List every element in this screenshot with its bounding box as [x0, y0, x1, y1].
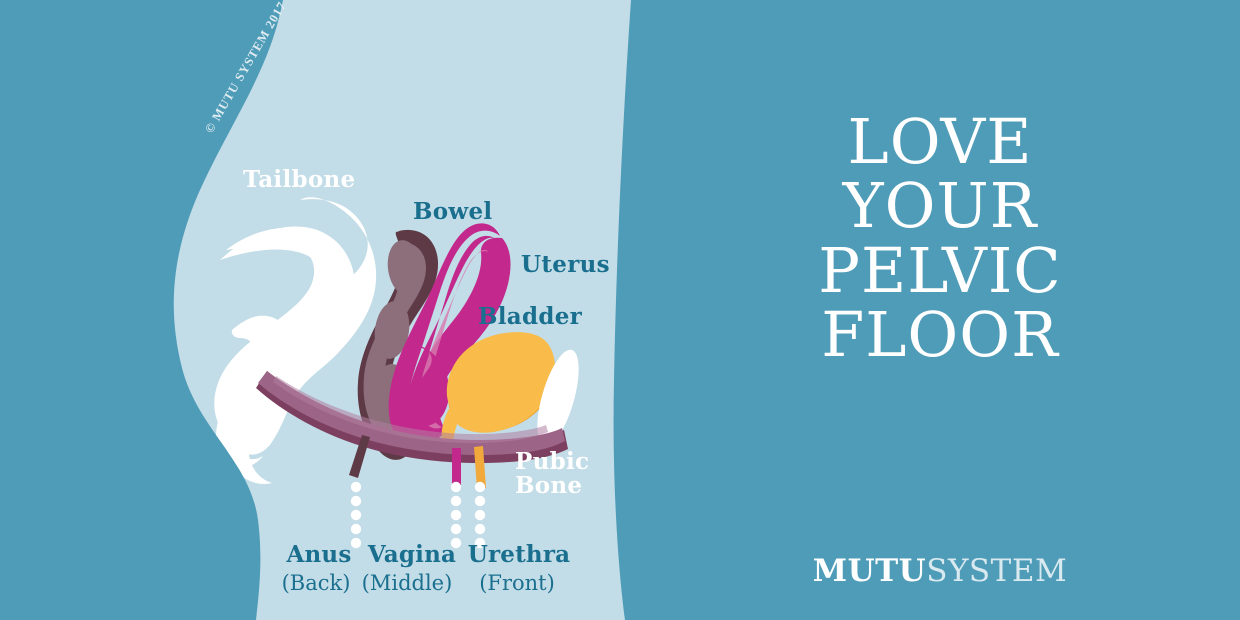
vagina-dotted-guide	[450, 481, 462, 549]
label-pubic-bone-line1: Pubic	[515, 448, 590, 475]
headline-line-2: YOUR	[842, 169, 1038, 243]
opening-position-anus: (Back)	[281, 571, 351, 595]
bladder-organ-shape	[441, 332, 556, 459]
label-tailbone: Tailbone	[243, 166, 356, 193]
label-bowel: Bowel	[413, 198, 493, 225]
headline-line-4: FLOOR	[821, 298, 1059, 372]
opening-name-vagina: Vagina	[367, 541, 457, 568]
anus-dotted-guide	[350, 481, 362, 549]
page-title: LOVE YOUR PELVIC FLOOR	[790, 105, 1090, 372]
label-pubic-bone: Pubic Bone	[515, 448, 590, 500]
label-uterus: Uterus	[521, 251, 610, 278]
headline-line-3: PELVIC	[818, 233, 1062, 307]
mutu-system-logo: MUTUSYSTEM	[790, 553, 1090, 589]
uterus-organ-shape	[388, 223, 511, 456]
pelvic-openings-positions-row: (Back) (Middle) (Front)	[280, 571, 600, 595]
pelvic-floor-muscle-band	[256, 371, 568, 464]
headline-line-1: LOVE	[847, 105, 1033, 178]
pubic-bone-shape	[537, 349, 579, 447]
opening-name-anus: Anus	[286, 541, 352, 568]
opening-name-urethra: Urethra	[467, 541, 571, 568]
pelvic-openings-names-row: Anus Vagina Urethra	[280, 541, 600, 568]
pelvic-anatomy-illustration	[173, 0, 631, 620]
opening-position-urethra: (Front)	[479, 571, 555, 595]
label-pubic-bone-line2: Bone	[515, 472, 583, 500]
opening-position-vagina: (Middle)	[361, 571, 453, 595]
outlet-tubes	[349, 435, 486, 489]
label-bladder: Bladder	[478, 303, 583, 330]
pelvic-openings-legend: Anus Vagina Urethra (Back) (Middle) (Fro…	[280, 541, 600, 595]
urethra-dotted-guide	[474, 481, 486, 549]
logo-word-system: SYSTEM	[926, 553, 1068, 589]
logo-word-mutu: MUTU	[812, 553, 927, 589]
